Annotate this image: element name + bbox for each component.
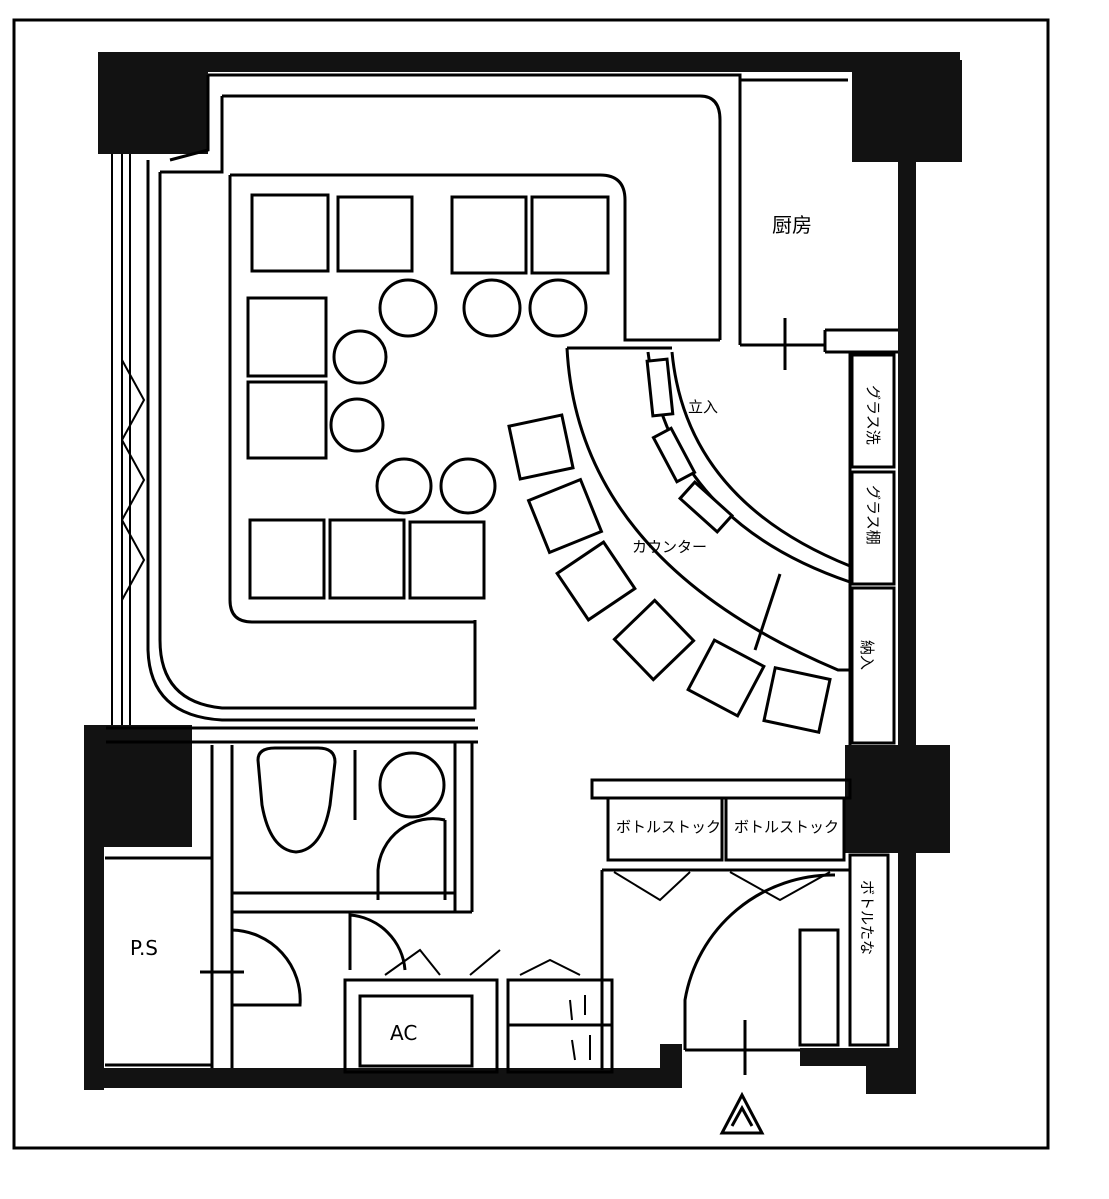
structural-walls [84,52,962,1094]
entrance-arrow-icon [719,1091,765,1135]
counter-stools [507,413,832,735]
entrance-doors [683,873,836,1075]
glass-wash-label: グラス洗 [864,385,882,445]
counter-in-label: 立入 [688,398,718,416]
kitchen-label: 厨房 [772,213,812,237]
utility-rooms [105,742,614,1074]
west-window [111,154,146,725]
ac-label: AC [390,1021,417,1045]
square-seats [246,193,610,600]
bar-counter [565,346,852,745]
round-stools [329,278,588,515]
drawing-border [12,18,1050,1150]
counter-label: カウンター [632,538,707,556]
bottle-stock-right-label: ボトルストック [734,818,839,836]
service-nooks [850,353,896,745]
hall-outlines [106,73,898,744]
bottle-stock-left-label: ボトルストック [616,818,721,836]
bottle-shelf-label: ボトルたな [858,880,876,955]
stock-in-label: 納入 [858,640,876,670]
ps-label: P.S [130,936,158,960]
glass-cabinet-label: グラス棚 [864,485,882,545]
bottle-stock [590,778,890,1070]
